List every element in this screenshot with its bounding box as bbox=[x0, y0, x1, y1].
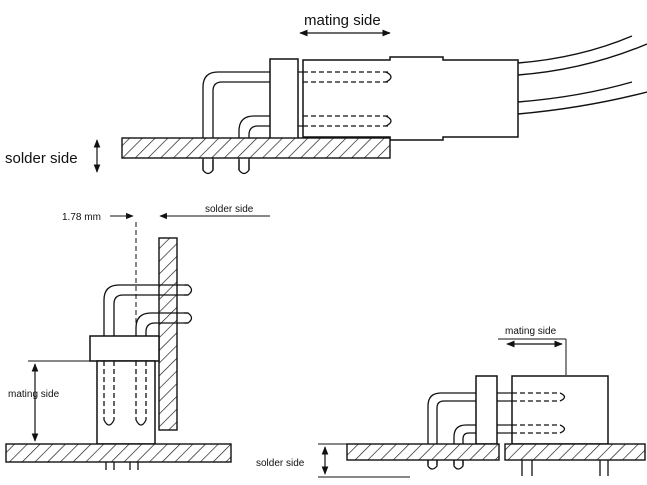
top-mating-side-label: mating side bbox=[304, 12, 381, 29]
right-mating-side-label: mating side bbox=[505, 326, 557, 337]
right-header-block bbox=[475, 375, 498, 445]
vertical-header-pin bbox=[103, 284, 188, 336]
vertical-header-block bbox=[89, 335, 160, 362]
vertical-header-pin bbox=[135, 312, 188, 336]
cable bbox=[517, 35, 647, 115]
mating-connector bbox=[302, 56, 519, 141]
header-block bbox=[269, 58, 299, 140]
vertical-solder-side-label: solder side bbox=[205, 204, 254, 215]
right-solder-side-label: solder side bbox=[256, 458, 305, 469]
top-view: mating side solder side bbox=[5, 12, 647, 175]
right-header-pin bbox=[453, 424, 476, 465]
header-pin bbox=[238, 115, 270, 170]
vertical-pcb bbox=[158, 237, 178, 431]
right-pcb bbox=[346, 443, 500, 461]
pin-tip bbox=[202, 160, 250, 175]
vertical-mating-side-label: mating side bbox=[8, 389, 60, 400]
right-angle-view: mating side solder side bbox=[256, 326, 646, 478]
vertical-view: 1.78 mm solder side mating side bbox=[5, 204, 270, 470]
right-mating-connector bbox=[511, 375, 609, 445]
top-solder-side-label: solder side bbox=[5, 150, 78, 167]
right-base-pcb bbox=[504, 443, 646, 461]
header-pin bbox=[202, 71, 270, 170]
dimension-label: 1.78 mm bbox=[62, 212, 101, 223]
right-header-pin bbox=[427, 392, 476, 465]
base-pcb bbox=[5, 443, 232, 463]
pcb bbox=[121, 137, 391, 159]
